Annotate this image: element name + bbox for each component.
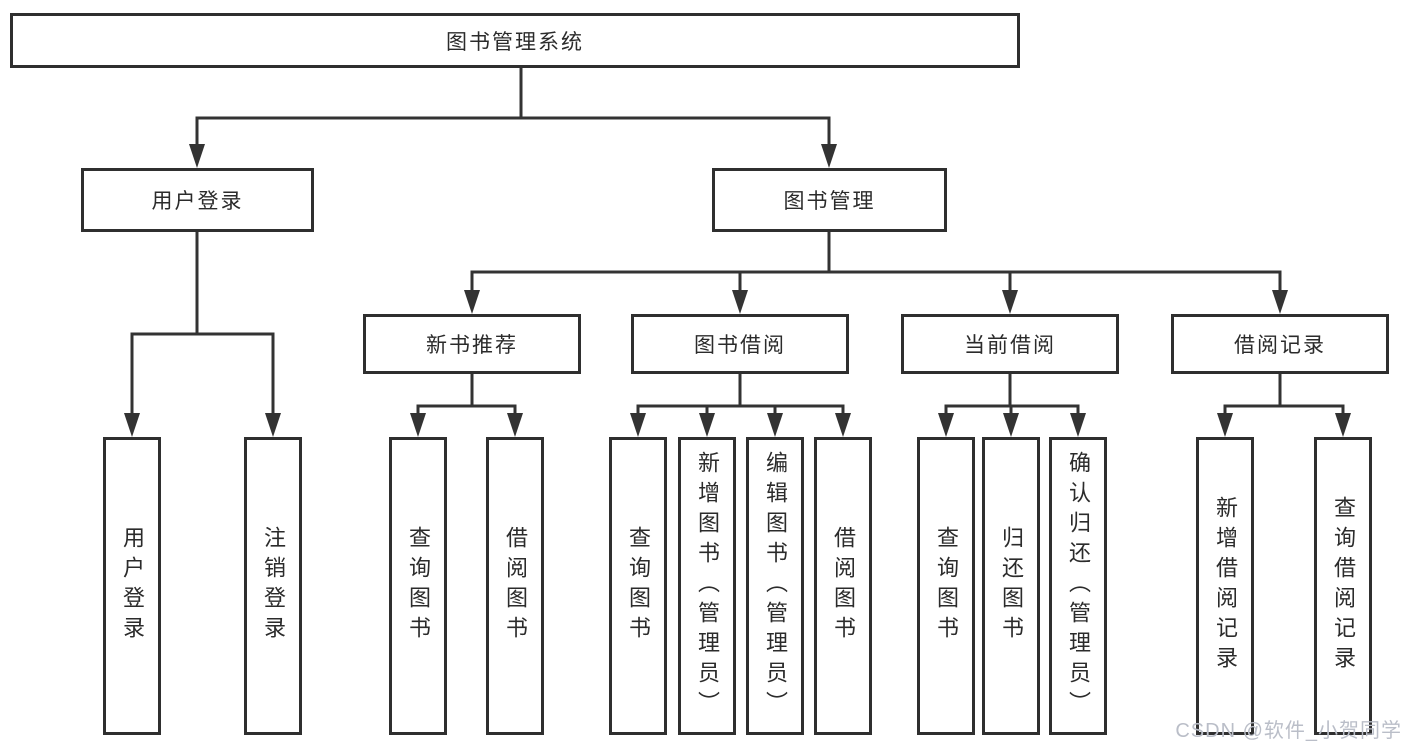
leaf-logout: 注销登录: [244, 437, 302, 735]
leaf-edit-book-admin: 编辑图书（管理员）: [746, 437, 804, 735]
leaf-confirm-return-admin-label: 确认归还（管理员）: [1066, 451, 1091, 721]
node-book-borrow-label: 图书借阅: [694, 334, 786, 357]
leaf-edit-book-admin-label: 编辑图书（管理员）: [763, 451, 788, 721]
leaf-query-books-recommend: 查询图书: [389, 437, 447, 735]
leaf-user-login-label: 用户登录: [120, 526, 145, 646]
arrowhead-icon-2: [464, 290, 480, 314]
leaf-query-books-borrow: 查询图书: [609, 437, 667, 735]
arrowhead-icon-4: [1002, 290, 1018, 314]
leaf-borrow-books-recommend: 借阅图书: [486, 437, 544, 735]
arrowhead-icon-10: [630, 413, 646, 437]
node-current-borrow-label: 当前借阅: [964, 334, 1056, 357]
node-new-book-recommend: 新书推荐: [363, 314, 581, 374]
leaf-borrow-books: 借阅图书: [814, 437, 872, 735]
leaf-return-book-label: 归还图书: [999, 526, 1024, 646]
leaf-query-books-current: 查询图书: [917, 437, 975, 735]
arrowhead-icon-5: [1272, 290, 1288, 314]
node-root: 图书管理系统: [10, 13, 1020, 68]
arrowhead-icon-12: [767, 413, 783, 437]
leaf-borrow-books-label: 借阅图书: [831, 526, 856, 646]
arrowhead-icon-17: [1217, 413, 1233, 437]
arrowhead-icon-11: [699, 413, 715, 437]
node-book-borrow: 图书借阅: [631, 314, 849, 374]
leaf-query-books-recommend-label: 查询图书: [406, 526, 431, 646]
arrowhead-icon-14: [938, 413, 954, 437]
node-book-management: 图书管理: [712, 168, 947, 232]
node-current-borrow: 当前借阅: [901, 314, 1119, 374]
connector-trunks: [130, 68, 1345, 408]
node-root-label: 图书管理系统: [446, 30, 584, 54]
node-book-management-label: 图书管理: [783, 190, 876, 213]
leaf-add-borrow-record-label: 新增借阅记录: [1213, 496, 1238, 676]
leaf-confirm-return-admin: 确认归还（管理员）: [1049, 437, 1107, 735]
arrowhead-icon-18: [1335, 413, 1351, 437]
arrowhead-icon-8: [410, 413, 426, 437]
arrowhead-icon-0: [189, 144, 205, 168]
leaf-add-borrow-record: 新增借阅记录: [1196, 437, 1254, 735]
leaf-add-book-admin: 新增图书（管理员）: [678, 437, 736, 735]
arrowhead-icon-6: [124, 413, 140, 437]
node-user-login: 用户登录: [81, 168, 314, 232]
arrowhead-icon-7: [265, 413, 281, 437]
arrowhead-icon-9: [507, 413, 523, 437]
node-borrow-records: 借阅记录: [1171, 314, 1389, 374]
csdn-watermark: CSDN @软件_小贺同学: [1175, 720, 1402, 742]
arrowhead-icon-15: [1003, 413, 1019, 437]
arrowhead-icon-3: [732, 290, 748, 314]
node-borrow-records-label: 借阅记录: [1234, 334, 1326, 357]
leaf-query-borrow-record-label: 查询借阅记录: [1331, 496, 1356, 676]
node-user-login-label: 用户登录: [151, 190, 244, 213]
arrowhead-icon-16: [1070, 413, 1086, 437]
leaf-query-books-borrow-label: 查询图书: [626, 526, 651, 646]
leaf-add-book-admin-label: 新增图书（管理员）: [695, 451, 720, 721]
node-new-book-recommend-label: 新书推荐: [426, 334, 518, 357]
leaf-logout-label: 注销登录: [261, 526, 286, 646]
leaf-return-book: 归还图书: [982, 437, 1040, 735]
leaf-user-login: 用户登录: [103, 437, 161, 735]
leaf-query-books-current-label: 查询图书: [934, 526, 959, 646]
arrowhead-icon-13: [835, 413, 851, 437]
leaf-query-borrow-record: 查询借阅记录: [1314, 437, 1372, 735]
leaf-borrow-books-recommend-label: 借阅图书: [503, 526, 528, 646]
arrowhead-icon-1: [821, 144, 837, 168]
